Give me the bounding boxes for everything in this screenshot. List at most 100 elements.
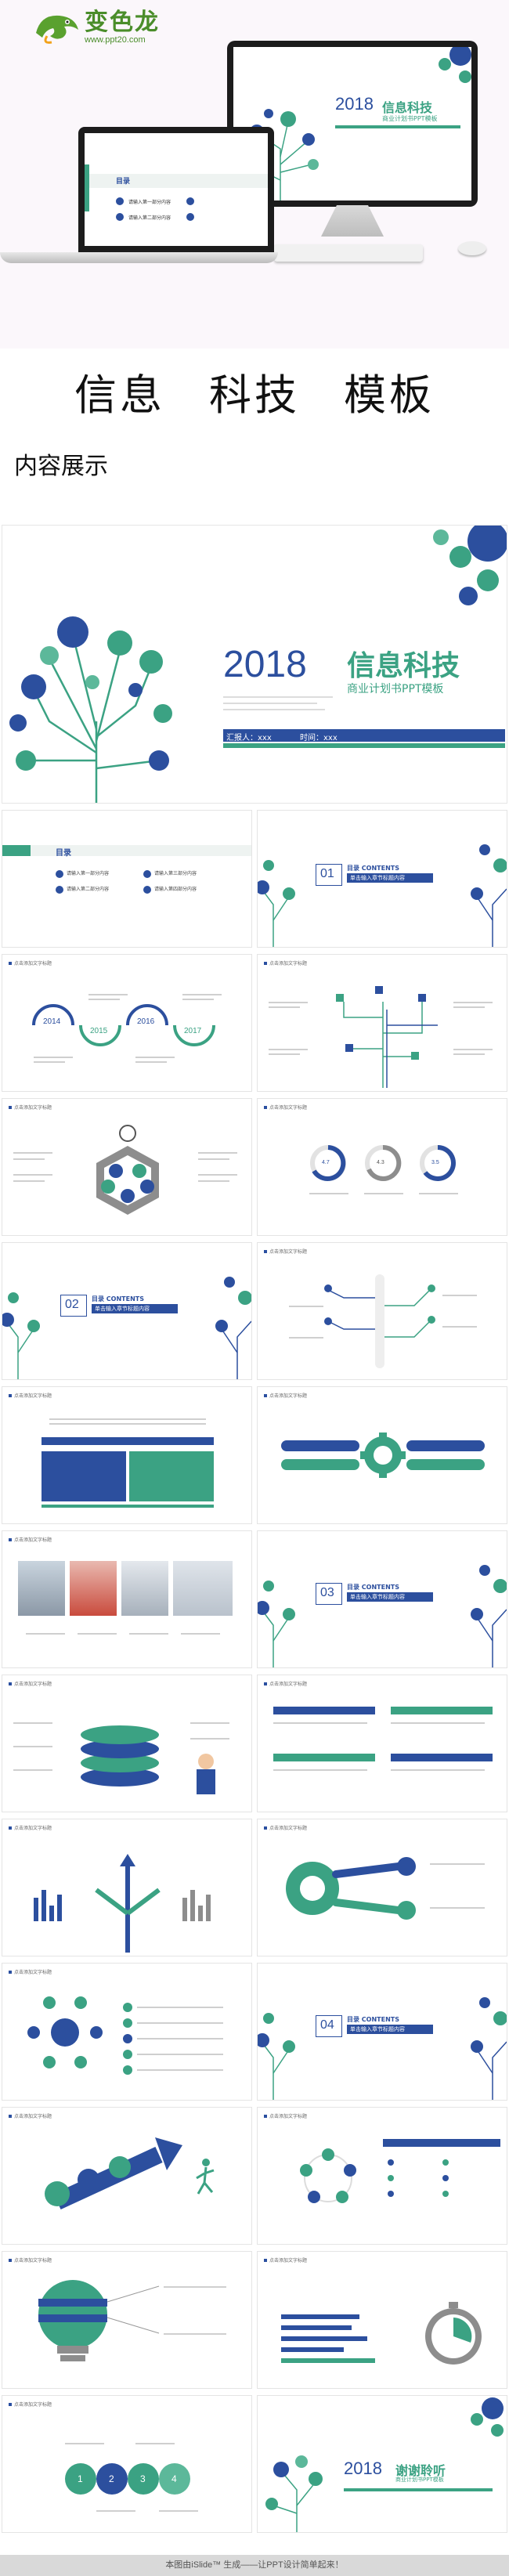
chapter-02-label: 目录 CONTENTS bbox=[92, 1295, 144, 1302]
slide-header: 点击添加文字标题 bbox=[9, 1824, 52, 1831]
chapter-02-number: 02 bbox=[65, 1298, 79, 1311]
laptop: 目录 请输入第一部分内容 请输入第二部分内容 bbox=[78, 127, 274, 252]
photo-2 bbox=[70, 1561, 117, 1616]
photo-slide[interactable]: 点击添加文字标题 bbox=[2, 1530, 252, 1668]
chapter-tree-graphic bbox=[258, 1997, 507, 2100]
laptop-item-2: 请输入第二部分内容 bbox=[128, 215, 171, 221]
hero-title-word-1: 信息 bbox=[74, 370, 165, 420]
percent-rings-graphic bbox=[310, 1144, 456, 1181]
ending-tree-graphic bbox=[265, 2397, 504, 2532]
slide-header: 点击添加文字标题 bbox=[264, 2112, 307, 2119]
chapter-tree-graphic bbox=[2, 1277, 251, 1379]
gear-slide[interactable]: 点击添加文字标题 bbox=[257, 1386, 507, 1524]
hexagon-graphic bbox=[96, 1125, 159, 1215]
stacked-discs-graphic bbox=[81, 1725, 215, 1794]
big-arrow-slide[interactable]: 点击添加文字标题 bbox=[2, 2107, 252, 2245]
text-box-slide[interactable]: 点击添加文字标题 bbox=[2, 1386, 252, 1524]
timeline-year-4: 2017 bbox=[184, 1027, 202, 1035]
gear-graphic bbox=[281, 1433, 485, 1478]
brand-name: 变色龙 bbox=[85, 9, 160, 36]
hero-banner: 变色龙 www.ppt20.com 2018 信息科技 商业计划书PPT模板 bbox=[0, 0, 509, 349]
slide-header: 点击添加文字标题 bbox=[9, 1392, 52, 1399]
bulb-slide[interactable]: 点击添加文字标题 bbox=[2, 2251, 252, 2389]
stack-slide[interactable]: 点击添加文字标题 bbox=[2, 1675, 252, 1812]
chapter-02-slide[interactable]: 02 目录 CONTENTS 单击输入章节标题内容 bbox=[2, 1242, 252, 1380]
icon-list-slide[interactable]: 点击添加文字标题 bbox=[2, 1963, 252, 2101]
timeline-year-1: 2014 bbox=[43, 1017, 61, 1026]
chapter-01-slide[interactable]: 01 目录 CONTENTS 单击输入章节标题内容 bbox=[257, 810, 507, 948]
chapter-tree-graphic bbox=[258, 1565, 507, 1667]
step-3-number: 3 bbox=[140, 2473, 146, 2484]
chapter-03-title: 单击输入章节标题内容 bbox=[350, 1594, 405, 1600]
steps-slide[interactable]: 点击添加文字标题 1 2 3 4 bbox=[2, 2395, 252, 2533]
arrows-slide[interactable]: 点击添加文字标题 bbox=[2, 1819, 252, 1956]
tree-diagram-graphic bbox=[336, 986, 438, 1088]
chapter-03-slide[interactable]: 03 目录 CONTENTS 单击输入章节标题内容 bbox=[257, 1530, 507, 1668]
timeline-year-2: 2015 bbox=[90, 1027, 108, 1035]
monitor-title: 信息科技 bbox=[382, 100, 433, 115]
chapter-01-number: 01 bbox=[320, 867, 334, 880]
toc-item-3[interactable]: 请输入第三部分内容 bbox=[154, 872, 197, 876]
slide-header: 点击添加文字标题 bbox=[9, 1536, 52, 1543]
brand-logo[interactable]: 变色龙 www.ppt20.com bbox=[33, 9, 160, 45]
percent-value-2: 4.3 bbox=[377, 1160, 384, 1165]
monitor-bar bbox=[335, 125, 460, 128]
slide-header: 点击添加文字标题 bbox=[9, 2256, 52, 2263]
bars-stopwatch-slide[interactable]: 点击添加文字标题 bbox=[257, 2251, 507, 2389]
circle-icons-slide[interactable]: 点击添加文字标题 bbox=[257, 2107, 507, 2245]
hexagon-slide[interactable]: 点击添加文字标题 bbox=[2, 1098, 252, 1236]
toc-item-4[interactable]: 请输入第四部分内容 bbox=[154, 887, 197, 892]
circle-icons-graphic bbox=[300, 2148, 449, 2203]
monitor-year: 2018 bbox=[335, 94, 374, 114]
cover-info-bar bbox=[223, 729, 505, 742]
keyboard bbox=[274, 244, 423, 262]
growth-graphic bbox=[324, 1274, 435, 1368]
slide-header: 点击添加文字标题 bbox=[9, 2401, 52, 2408]
chapter-04-title: 单击输入章节标题内容 bbox=[350, 2026, 405, 2032]
timeline-arcs-graphic bbox=[32, 1004, 215, 1046]
chameleon-logo-icon bbox=[33, 9, 81, 45]
percent-circles-slide[interactable]: 点击添加文字标题 4.7 4.3 3.5 bbox=[257, 1098, 507, 1236]
toc-item-1[interactable]: 请输入第一部分内容 bbox=[67, 872, 110, 876]
slide-header: 点击添加文字标题 bbox=[9, 1968, 52, 1975]
timeline-slide[interactable]: 点击添加文字标题 2014 2015 2016 2017 bbox=[2, 954, 252, 1092]
slide-header: 点击添加文字标题 bbox=[9, 2112, 52, 2119]
slide-header: 点击添加文字标题 bbox=[264, 2256, 307, 2263]
hero-title: 信息科技模板 bbox=[0, 360, 509, 422]
slide-header: 点击添加文字标题 bbox=[264, 1824, 307, 1831]
slide-header: 点击添加文字标题 bbox=[9, 1680, 52, 1687]
steps-graphic bbox=[65, 2463, 190, 2495]
cover-slide[interactable]: 2018 信息科技 商业计划书PPT模板 汇报人：xxx 时间：xxx bbox=[2, 525, 507, 804]
growth-slide[interactable]: 点击添加文字标题 bbox=[257, 1242, 507, 1380]
stopwatch-icon bbox=[425, 2302, 482, 2365]
cover-time: 时间：xxx bbox=[300, 734, 338, 742]
tree-diagram-slide[interactable]: 点击添加文字标题 bbox=[257, 954, 507, 1092]
chapter-03-number: 03 bbox=[320, 1586, 334, 1599]
chapter-tree-graphic bbox=[258, 844, 507, 947]
cover-title: 信息科技 bbox=[347, 650, 460, 682]
step-1-number: 1 bbox=[78, 2473, 83, 2484]
mouse bbox=[458, 241, 486, 255]
cover-subtitle: 商业计划书PPT模板 bbox=[347, 683, 444, 695]
toc-item-2[interactable]: 请输入第二部分内容 bbox=[67, 887, 110, 892]
brand-url: www.ppt20.com bbox=[85, 35, 146, 45]
chapter-03-label: 目录 CONTENTS bbox=[347, 1584, 399, 1591]
circle-flow-slide[interactable]: 点击添加文字标题 bbox=[257, 1819, 507, 1956]
monitor-stand bbox=[321, 205, 384, 237]
step-4-number: 4 bbox=[171, 2473, 177, 2484]
slide-header: 点击添加文字标题 bbox=[264, 1392, 307, 1399]
laptop-item-1: 请输入第一部分内容 bbox=[128, 200, 171, 205]
hero-title-word-2: 科技 bbox=[209, 370, 300, 420]
cover-year: 2018 bbox=[223, 644, 307, 685]
percent-value-3: 3.5 bbox=[431, 1160, 439, 1165]
photo-1 bbox=[18, 1561, 65, 1616]
section-label: 内容展示 bbox=[14, 453, 108, 480]
chapter-04-label: 目录 CONTENTS bbox=[347, 2016, 399, 2023]
toc-heading: 目录 bbox=[56, 849, 71, 858]
ending-slide[interactable]: 2018 谢谢聆听 商业计划书PPT模板 bbox=[257, 2395, 507, 2533]
toc-slide[interactable]: 目录 请输入第一部分内容 请输入第二部分内容 请输入第三部分内容 请输入第四部分… bbox=[2, 810, 252, 948]
photo-3 bbox=[121, 1561, 168, 1616]
four-box-slide[interactable]: 点击添加文字标题 bbox=[257, 1675, 507, 1812]
ending-title: 谢谢聆听 bbox=[395, 2463, 446, 2478]
chapter-04-slide[interactable]: 04 目录 CONTENTS 单击输入章节标题内容 bbox=[257, 1963, 507, 2101]
